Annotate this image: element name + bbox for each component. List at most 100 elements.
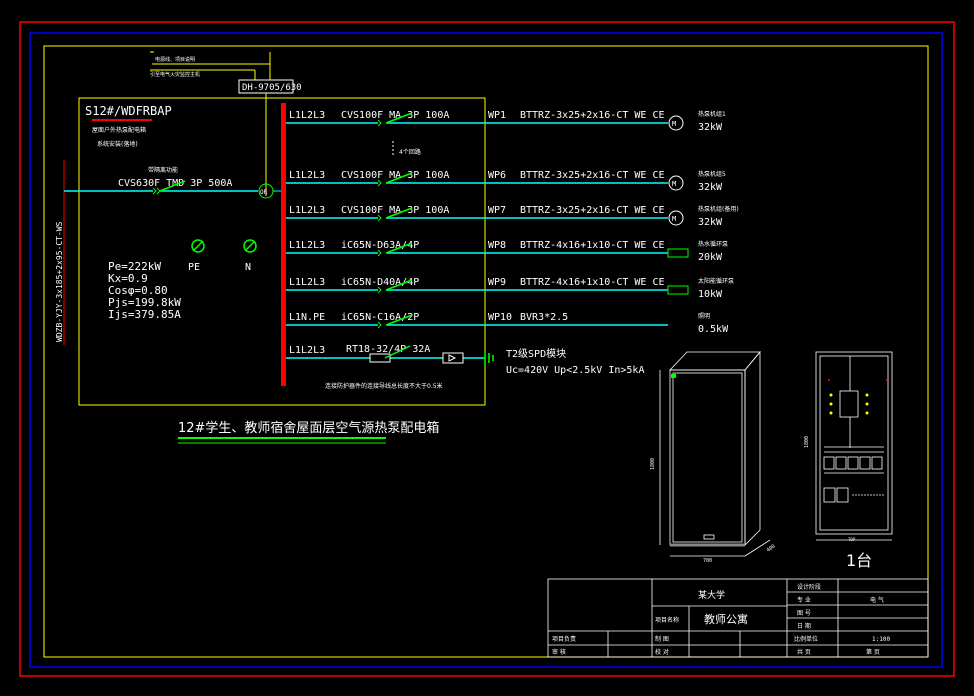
circuit-switch: [385, 112, 413, 124]
incoming-meter-label: OR: [260, 189, 268, 196]
breaker-trip-mark: [377, 249, 382, 257]
panel-param: Pjs=199.8kW: [108, 296, 181, 309]
panel-name: S12#/WDFRBAP: [85, 104, 172, 118]
panel-param: Ijs=379.85A: [108, 308, 181, 321]
circuit-cable: BTTRZ-3x25+2x16-CT WE CE: [520, 170, 665, 181]
circuit-phase: L1L2L3: [289, 277, 325, 288]
spd-spec: Uc=420V Up<2.5kV In>5kA: [506, 365, 644, 376]
feed-note1: 电源线、项目说明: [155, 56, 195, 63]
breaker-gap: [378, 215, 386, 221]
circuit-cable: BTTRZ-4x16+1x10-CT WE CE: [520, 240, 665, 251]
load-power: 20kW: [698, 252, 723, 263]
circuit-phase: L1L2L3: [289, 345, 325, 356]
circuit-breaker: CVS100F MA 3P 100A: [341, 205, 449, 216]
motor-letter: M: [672, 120, 676, 128]
tb-row-mid-1: 制 图: [655, 635, 669, 643]
pe-label: PE: [188, 262, 200, 273]
load-power: 32kW: [698, 122, 723, 133]
circuit-breaker: RT18-32/4P 32A: [346, 344, 430, 355]
motor-symbol: [668, 210, 684, 226]
breaker-gap: [378, 250, 386, 256]
load-power: 32kW: [698, 217, 723, 228]
cabinet-terminals: [828, 379, 888, 415]
cabinet-height: 1800: [650, 458, 656, 470]
load-name: 照明: [698, 313, 710, 320]
panel-note1: 屋面户外热泵配电箱: [92, 126, 146, 134]
circuit-phase: L1L2L3: [289, 110, 325, 121]
circuit-cable: BTTRZ-3x25+2x16-CT WE CE: [520, 110, 665, 121]
load-name: 热泵机组(备用): [698, 205, 739, 213]
breaker-trip-mark: [377, 119, 382, 127]
front-height: 1800: [804, 436, 810, 448]
panel-param: Kx=0.9: [108, 272, 148, 285]
circuit-phase: L1N.PE: [289, 312, 325, 323]
load-box-symbol: [667, 248, 689, 258]
load-name: 热泵机组1: [698, 110, 726, 118]
breaker-trip-mark: [377, 214, 382, 222]
cabinet-depth: 400: [766, 544, 777, 554]
panel-note2: 系统安装(落地): [97, 140, 138, 148]
circuit-breaker: CVS100F MA 3P 100A: [341, 170, 449, 181]
load-name: 太阳能循环泵: [698, 277, 734, 285]
motor-letter: M: [672, 180, 676, 188]
tb-major-label: 专 业: [797, 596, 811, 604]
motor-letter: M: [672, 215, 676, 223]
n-terminal: [243, 239, 257, 253]
circuit-cable: BTTRZ-3x25+2x16-CT WE CE: [520, 205, 665, 216]
load-name: 热泵机组5: [698, 170, 726, 178]
tb-ratio: 1:100: [872, 636, 890, 643]
load-box-symbol: [667, 285, 689, 295]
panel-param: Cosφ=0.80: [108, 284, 168, 297]
frame-border: [43, 45, 929, 658]
tb-total: 共 页: [797, 648, 811, 656]
outer-border: [19, 21, 955, 677]
feed-label: DH-9705/630: [242, 83, 302, 93]
circuit-breaker: iC65N-C16A/2P: [341, 312, 419, 323]
tb-row-mid-2: 校 对: [655, 648, 669, 656]
fuse-symbol: [369, 353, 391, 363]
circuit-breaker: CVS100F MA 3P 100A: [341, 110, 449, 121]
circuit-phase: L1L2L3: [289, 205, 325, 216]
breaker-gap: [378, 287, 386, 293]
breaker-gap: [378, 120, 386, 126]
circuit-switch: [385, 207, 413, 219]
breaker-gap: [378, 180, 386, 186]
incoming-switch: [152, 180, 186, 195]
panel-param: Pe=222kW: [108, 260, 161, 273]
tb-row-left-1: 项目负责: [552, 635, 576, 643]
tb-drawing-no-label: 图 号: [797, 610, 811, 617]
repeat-note: 4个回路: [399, 148, 421, 156]
circuit-phase: L1L2L3: [289, 170, 325, 181]
circuit-phase: L1L2L3: [289, 240, 325, 251]
load-name: 热水循环泵: [698, 240, 728, 248]
circuit-row: L1L2L3 RT18-32/4P 32A: [286, 344, 494, 365]
load-power: 32kW: [698, 182, 723, 193]
circuit-switch: [385, 242, 413, 254]
feed-note2: 引至电气火灾监控主机: [150, 71, 200, 78]
circuit-wp: WP10: [488, 312, 512, 323]
n-label: N: [245, 262, 251, 273]
diagram-title: 12#学生、教师宿舍屋面层空气源热泵配电箱: [178, 420, 439, 436]
circuit-breaker: iC65N-D63A/4P: [341, 240, 419, 251]
feed-group: 电源线、项目说明 引至电气火灾监控主机 DH-9705/630: [150, 51, 302, 196]
tb-date-label: 日 期: [797, 622, 811, 630]
circuit-cable: BTTRZ-4x16+1x10-CT WE CE: [520, 277, 665, 288]
incoming-breaker: CVS630F TMD 3P 500A: [118, 178, 232, 189]
tb-project: 教师公寓: [704, 612, 748, 626]
tb-ratio-label: 比例单位: [794, 635, 818, 643]
spd-note: 连接防护器件的连接导线总长度不大于0.5米: [325, 382, 443, 390]
tb-project-label: 项目名称: [655, 616, 679, 624]
inner-border: [29, 32, 943, 668]
circuit-wp: WP9: [488, 277, 506, 288]
incoming-note: 带隔离功能: [148, 166, 178, 174]
circuit-switch: [385, 314, 413, 326]
circuit-cable: BVR3*2.5: [520, 312, 568, 323]
cabinet-side-view: [659, 350, 771, 557]
